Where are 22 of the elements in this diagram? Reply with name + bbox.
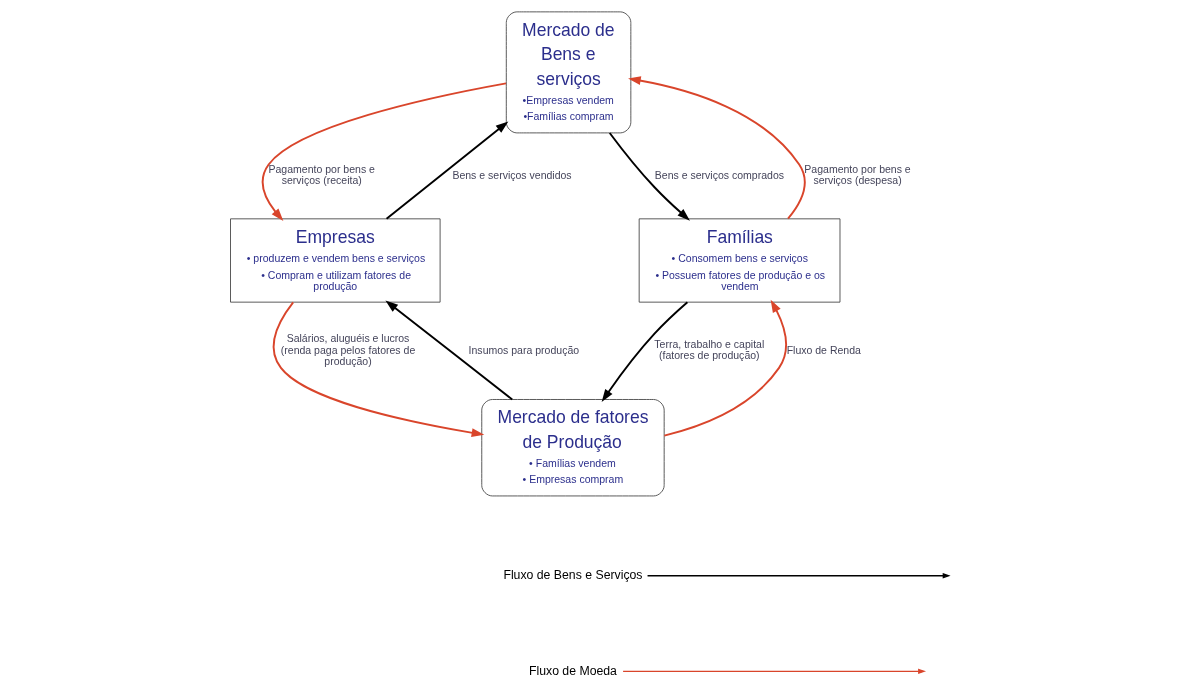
node-box: Mercado de Bens e serviços •Empresas vendem •Famílias compram (505, 11, 631, 134)
node-box: Famílias • Consomem bens e serviços • Possuem fatores de produção e os vendem (638, 218, 840, 303)
node-box: Empresas • produzem e vendem bens e serviços • Compram e utilizam fatores de produção (229, 218, 441, 303)
edge-label: Bens e serviços vendidos (451, 168, 572, 181)
edge-label: Fluxo de Renda (786, 343, 861, 356)
arrow (385, 121, 508, 220)
node-box: Mercado de fatores de Produção • Famílias vendem • Empresas compram (480, 399, 665, 497)
edge-label: Pagamento por bens e serviços (despesa) (803, 162, 911, 187)
arrow (608, 132, 690, 221)
edge-label: Bens e serviços comprados (654, 168, 784, 181)
edge-label: Terra, trabalho e capital (fatores de produção) (653, 337, 764, 362)
edge-label: Insumos para produção (468, 343, 579, 356)
arrow (601, 301, 688, 402)
edge-label: Salários, aluguéis e lucros (renda paga pelos fatores de produção) (280, 332, 415, 367)
edge-label: Pagamento por bens e serviços (receita) (268, 162, 375, 187)
legend-label: Fluxo de Bens e Serviços (502, 568, 643, 582)
arrow (627, 76, 806, 220)
arrow (662, 299, 787, 437)
arrow (272, 301, 484, 438)
legend-label: Fluxo de Moeda (528, 663, 617, 678)
arrow (261, 82, 507, 221)
arrow (384, 300, 513, 401)
